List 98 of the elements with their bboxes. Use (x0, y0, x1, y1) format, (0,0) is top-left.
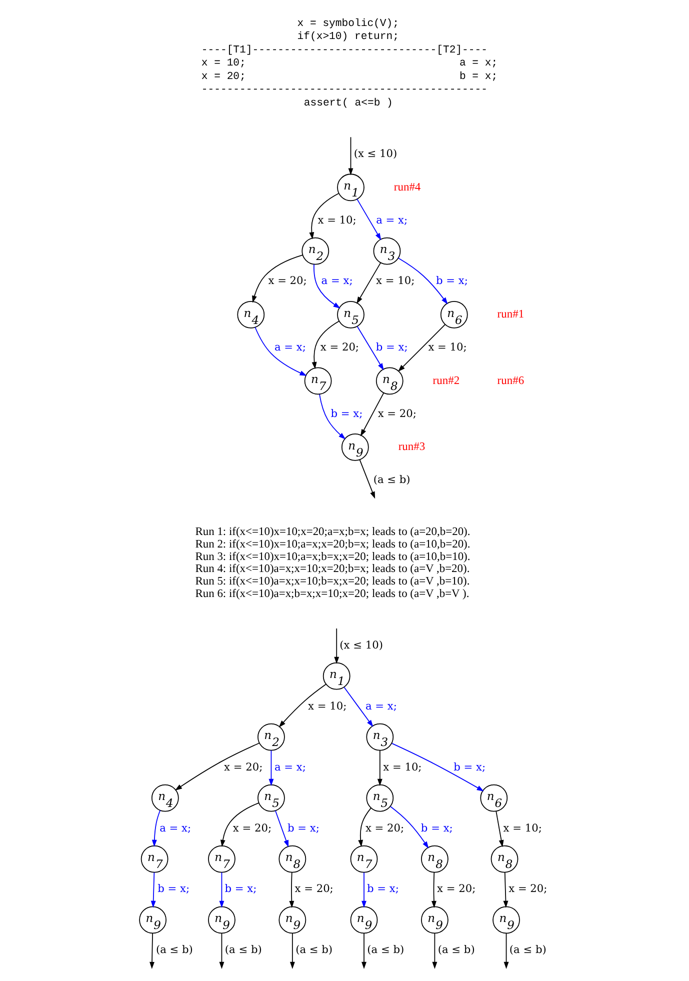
arrow (432, 932, 437, 969)
edge-label: x = 20; (232, 822, 272, 834)
label: x = 20; (200, 70, 246, 83)
edge-label: b = x; (453, 761, 486, 774)
label: Run 6: if(x<=10)a=x;b=x;x=10;x=20; leads to (a=V ,b=V ). (194, 588, 469, 600)
edge-label: x = 20; (377, 408, 416, 420)
edge-label: x = 10; (376, 275, 414, 288)
label: Run 4: if(x<=10)a=x;x=10;x=20;b=x; leads to (a=V ,b=20). (194, 563, 470, 576)
label: --------------------------------------------- (200, 84, 487, 96)
edge-label: x = 10; (317, 214, 356, 226)
edge-label: (a ≤ b) (155, 944, 192, 956)
arrow (356, 198, 381, 240)
arrow (289, 932, 294, 969)
arrow (397, 258, 448, 304)
arrow (218, 872, 224, 908)
arrow (318, 394, 346, 440)
edge-label: x = 10; (308, 700, 346, 712)
edge-label: x = 20; (364, 822, 404, 834)
arrow (288, 872, 294, 908)
edge-label: x = 10; (502, 822, 542, 834)
arrow (360, 392, 384, 436)
arrow (278, 684, 326, 728)
label: a = x; (458, 58, 498, 70)
edge-label: b = x; (375, 342, 408, 354)
edge-label: b = x; (330, 408, 362, 420)
arrow (268, 750, 274, 786)
arrow (308, 193, 338, 240)
arrow (358, 459, 375, 499)
edge-label: a = x; (364, 700, 396, 712)
label: Run 1: if(x<=10)x=10;x=20;a=x;b=x; leads to (a=20,b=20). (194, 526, 470, 538)
arrow (356, 326, 384, 370)
arrow (151, 810, 160, 847)
edge-label: b = x; (366, 883, 398, 896)
label: x = 10; (200, 58, 246, 70)
label: assert( a<=b ) (303, 97, 392, 110)
arrow (361, 932, 366, 969)
edge-label: x = 20; (436, 883, 476, 896)
edge-label: b = x; (420, 822, 452, 834)
edge-label: x = 10; (382, 761, 422, 774)
arrow (150, 872, 156, 908)
arrow (252, 254, 303, 303)
label: run#1 (496, 308, 524, 321)
edge-label: a = x; (159, 822, 191, 834)
edge-label: x = 20; (268, 275, 306, 288)
label: if(x>10) return; (296, 31, 398, 44)
label: Run 5: if(x<=10)a=x;x=10;b=x;x=20; leads to (a=V ,b=10). (194, 576, 470, 588)
label: run#2 (432, 374, 460, 387)
arrow (495, 810, 504, 848)
arrow (218, 932, 224, 969)
edge-label: x = 20; (320, 342, 359, 354)
edge-label: x = 20; (508, 883, 547, 896)
edge-label: (a ≤ b) (372, 474, 410, 486)
arrow (149, 932, 154, 969)
edge-label: (x ≤ 10) (339, 639, 383, 652)
arrow (502, 872, 508, 908)
arrow (358, 808, 371, 848)
arrow (311, 320, 340, 370)
arrow (390, 806, 428, 848)
label: run#6 (496, 374, 524, 387)
arrow (334, 628, 339, 664)
edge-label: (a ≤ b) (437, 944, 474, 956)
edge-label: (a ≤ b) (508, 944, 546, 956)
edge-label: a = x; (274, 342, 306, 354)
arrow (361, 872, 366, 908)
edge-label: b = x; (157, 883, 190, 896)
arrow (503, 932, 508, 969)
label: x = symbolic(V); (296, 18, 398, 30)
label: ----[T1]-----------------------------[T2]---- (200, 44, 487, 56)
label: b = x; (458, 70, 498, 83)
arrow (356, 262, 381, 304)
edge-label: a = x; (320, 275, 352, 288)
arrow (391, 742, 484, 792)
arrow (343, 686, 373, 728)
arrow (430, 872, 436, 908)
label: run#3 (398, 441, 425, 454)
edge-label: (a ≤ b) (366, 944, 404, 956)
arrow (313, 264, 340, 308)
edge-label: (a ≤ b) (295, 944, 332, 956)
edge-label: x = 20; (224, 761, 262, 774)
arrow (174, 742, 259, 790)
edge-label: x = 10; (428, 342, 466, 354)
arrow (376, 750, 382, 786)
arrow (254, 326, 306, 376)
label: Run 2: if(x<=10)x=10;a=x;x=20;b=x; leads to (a=10,b=20). (194, 538, 470, 550)
edge-label: b = x; (435, 275, 468, 288)
edge-label: x = 20; (294, 883, 333, 896)
edge-label: a = x; (376, 214, 408, 226)
edge-label: b = x; (224, 883, 256, 896)
label: run#4 (393, 181, 420, 194)
edge-label: b = x; (286, 822, 319, 834)
edge-label: a = x; (274, 761, 306, 774)
arrow (398, 324, 446, 372)
arrow (348, 136, 353, 176)
arrow (274, 810, 288, 848)
label: Run 3: if(x<=10)x=10;a=x;b=x;x=20; leads to (a=10,b=10). (194, 550, 470, 563)
arrow (220, 802, 259, 847)
edge-label: (x ≤ 10) (353, 148, 397, 160)
edge-label: (a ≤ b) (224, 944, 262, 956)
